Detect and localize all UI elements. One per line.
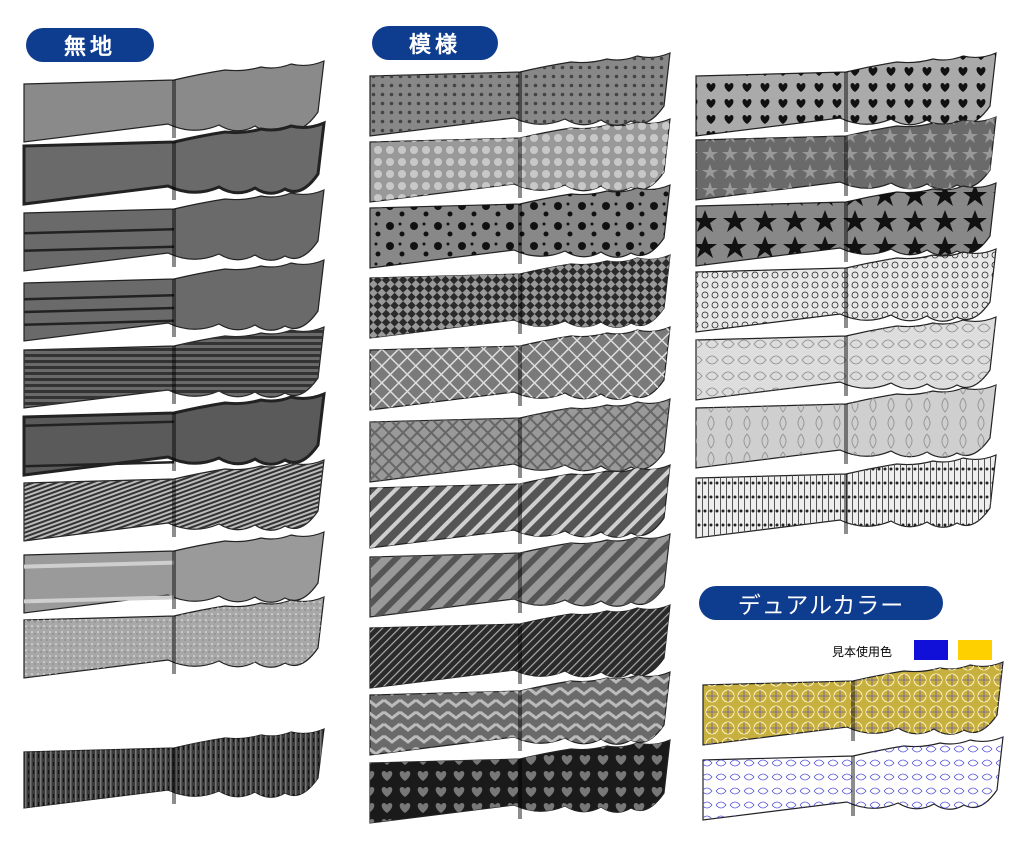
ribbon-pattern-heart-dots	[695, 52, 997, 137]
ribbon-pattern-large-dots	[369, 118, 671, 203]
ribbon-dual-purple-gold	[702, 661, 1004, 746]
sample-swatch-yellow	[958, 640, 992, 660]
ribbon-plain-solid	[23, 60, 325, 143]
ribbon-pattern-damask	[695, 384, 997, 469]
ribbon-pattern-diagonal-dark	[369, 464, 671, 549]
ribbon-plain-two-stripes	[23, 189, 325, 272]
ribbon-plain-pinstripe	[23, 459, 325, 542]
ribbon-plain-rough	[23, 728, 325, 809]
ribbon-pattern-rose-stripe	[695, 454, 997, 539]
sample-colors-label: 見本使用色	[832, 645, 893, 659]
ribbon-pattern-bubbles	[369, 184, 671, 269]
ribbon-plain-three-stripes	[23, 259, 325, 342]
ribbon-pattern-hearts	[369, 739, 671, 824]
ribbon-pattern-stars-small	[695, 116, 997, 201]
ribbon-pattern-lattice	[369, 326, 671, 411]
ribbon-plain-wide-border	[22, 391, 326, 477]
ribbon-pattern-diamond-grid	[369, 398, 671, 483]
ribbon-pattern-lace	[695, 248, 997, 333]
ribbon-pattern-checker	[369, 254, 671, 339]
ribbon-pattern-diagonal-light	[369, 533, 671, 618]
ribbon-pattern-floral-light	[695, 316, 997, 401]
ribbon-pattern-small-dots	[369, 52, 671, 137]
ribbon-pattern-stars-large	[695, 182, 997, 267]
ribbon-plain-speckle	[23, 596, 325, 679]
section-dual-color-label: デュアルカラー	[699, 586, 943, 620]
ribbon-plain-dark-border	[22, 120, 326, 206]
ribbon-plain-many-stripes	[23, 326, 325, 409]
sample-swatch-blue	[914, 640, 948, 660]
ribbon-pattern-chevron	[369, 671, 671, 756]
ribbon-pattern-pinstripe-dark	[369, 604, 671, 689]
ribbon-dual-blue-yellow-lines	[702, 736, 1004, 821]
section-pattern-label: 模様	[372, 26, 498, 60]
ribbon-plain-light-band	[23, 531, 325, 614]
section-plain-label: 無地	[26, 28, 154, 62]
